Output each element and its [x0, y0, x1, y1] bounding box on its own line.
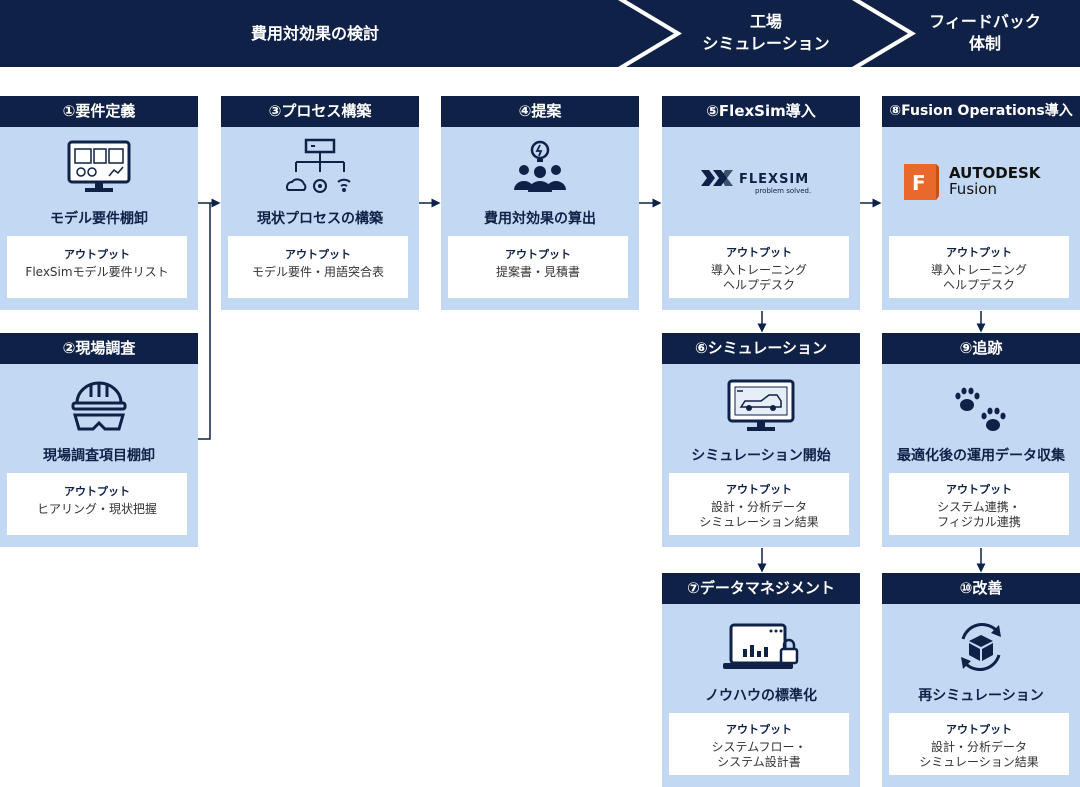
output-line: 設計・分析データ	[710, 500, 807, 514]
output-box: アウトプット 導入トレーニング ヘルプデスク	[669, 236, 849, 298]
output-line: シミュレーション結果	[919, 755, 1039, 769]
output-box: アウトプット 提案書・見積書	[448, 236, 628, 298]
card-title: ⑥シミュレーション	[662, 333, 860, 364]
output-line: システムフロー・	[711, 740, 807, 754]
output-heading: アウトプット	[946, 723, 1012, 736]
svg-text:F: F	[912, 171, 926, 195]
output-line: ヒアリング・現状把握	[36, 502, 157, 516]
output-box: アウトプット ヒアリング・現状把握	[7, 473, 187, 535]
team-idea-icon	[441, 138, 639, 194]
output-heading: アウトプット	[64, 248, 130, 261]
connector-1-2-to-3	[198, 203, 219, 440]
card-subtitle: シミュレーション開始	[691, 448, 831, 464]
output-line: ヘルプデスク	[722, 278, 795, 292]
phase-banner-segment-3	[860, 0, 1080, 67]
output-box: アウトプット 設計・分析データ シミュレーション結果	[669, 473, 849, 535]
card-title: ⑦データマネジメント	[662, 573, 860, 604]
fusion-logo-brand: AUTODESK	[949, 164, 1042, 182]
autodesk-fusion-logo: F AUTODESK Fusion	[882, 160, 1080, 202]
card-subtitle: 最適化後の運用データ収集	[897, 448, 1065, 464]
card-subtitle: 現場調査項目棚卸	[43, 448, 155, 464]
output-heading: アウトプット	[726, 723, 792, 736]
card-title: ⑤FlexSim導入	[662, 96, 860, 127]
output-line: ヘルプデスク	[942, 278, 1015, 292]
output-heading: アウトプット	[505, 248, 571, 261]
output-line: システム連携・	[937, 500, 1021, 514]
phase-banner-segment-1	[0, 0, 674, 67]
step-card-simulation: ⑥シミュレーション シミュレーション開始 アウトプット 設計・分析データ シミュ…	[662, 333, 860, 547]
step-card-proposal: ④提案 費用対効果の算出 アウトプット 提案書・見積書	[441, 96, 639, 310]
card-subtitle: 再シミュレーション	[918, 688, 1044, 704]
card-subtitle: モデル要件棚卸	[50, 211, 148, 227]
output-box: アウトプット FlexSimモデル要件リスト	[7, 236, 187, 298]
output-box: アウトプット 導入トレーニング ヘルプデスク	[889, 236, 1069, 298]
output-box: アウトプット システムフロー・ システム設計書	[669, 713, 849, 775]
output-line: FlexSimモデル要件リスト	[25, 265, 169, 279]
phase-label-cost: 費用対効果の検討	[200, 23, 430, 45]
output-box: アウトプット システム連携・ フィジカル連携	[889, 473, 1069, 535]
output-line: 導入トレーニング	[710, 263, 807, 277]
step-card-data-management: ⑦データマネジメント ノウハウの標準化 アウトプット システムフロー・ システム…	[662, 573, 860, 787]
card-subtitle: ノウハウの標準化	[705, 688, 817, 704]
output-heading: アウトプット	[285, 248, 351, 261]
output-line: 設計・分析データ	[930, 740, 1027, 754]
card-subtitle: 現状プロセスの構築	[257, 211, 383, 227]
output-box: アウトプット モデル要件・用語突合表	[228, 236, 408, 298]
output-heading: アウトプット	[726, 246, 792, 259]
process-tree-icon	[221, 138, 419, 198]
output-line: フィジカル連携	[937, 515, 1021, 529]
output-line: モデル要件・用語突合表	[251, 265, 384, 279]
monitor-dashboard-icon	[0, 140, 198, 196]
phase-label-line: 体制	[968, 34, 1001, 53]
phase-label-line: シミュレーション	[702, 34, 830, 53]
phase-label-line: フィードバック	[929, 12, 1041, 31]
step-card-improvement: ⑩改善 再シミュレーション アウトプット 設計・分析データ シミュレーション結果	[882, 573, 1080, 787]
laptop-lock-icon	[662, 621, 860, 675]
output-line: シミュレーション結果	[699, 515, 819, 529]
output-box: アウトプット 設計・分析データ シミュレーション結果	[889, 713, 1069, 775]
card-title: ①要件定義	[0, 96, 198, 127]
flexsim-logo: FLEXSIM problem solved.	[662, 166, 860, 196]
step-card-requirements: ①要件定義 モデル要件棚卸 アウトプット FlexSimモデル要件リスト	[0, 96, 198, 310]
phase-label-line: 工場	[749, 12, 782, 31]
step-card-process-build: ③プロセス構築 現状プロセスの構築 アウトプット モデル要件・用語突合表	[221, 96, 419, 310]
step-card-flexsim: ⑤FlexSim導入 FLEXSIM problem solved. アウトプッ…	[662, 96, 860, 310]
card-subtitle: 費用対効果の算出	[484, 211, 596, 227]
output-heading: アウトプット	[64, 485, 130, 498]
step-card-tracking: ⑨追跡 最適化後の運用データ収集 アウトプット システム連携・ フィジカル連携	[882, 333, 1080, 547]
output-heading: アウトプット	[946, 483, 1012, 496]
fusion-logo-product: Fusion	[949, 180, 997, 198]
output-line: 導入トレーニング	[930, 263, 1027, 277]
step-card-fusion-operations: ⑧Fusion Operations導入 F AUTODESK Fusion ア…	[882, 96, 1080, 310]
flexsim-logo-tagline: problem solved.	[755, 187, 811, 195]
card-title: ⑩改善	[882, 573, 1080, 604]
phase-banner-segment-2	[626, 0, 908, 67]
phase-label-feedback: フィードバック 体制	[900, 11, 1070, 55]
card-title: ⑨追跡	[882, 333, 1080, 364]
phase-banner	[0, 0, 1080, 67]
output-heading: アウトプット	[726, 483, 792, 496]
phase-label-line: 費用対効果の検討	[250, 24, 379, 43]
flexsim-logo-text: FLEXSIM	[739, 172, 809, 187]
card-title: ⑧Fusion Operations導入	[882, 96, 1080, 127]
card-title: ④提案	[441, 96, 639, 127]
monitor-car-icon	[662, 379, 860, 435]
output-line: システム設計書	[717, 755, 801, 769]
paw-prints-icon	[882, 383, 1080, 435]
card-title: ③プロセス構築	[221, 96, 419, 127]
output-heading: アウトプット	[946, 246, 1012, 259]
phase-label-factory: 工場 シミュレーション	[664, 11, 868, 55]
output-line: 提案書・見積書	[495, 265, 580, 279]
card-title: ②現場調査	[0, 333, 198, 364]
step-card-site-survey: ②現場調査 現場調査項目棚卸 アウトプット ヒアリング・現状把握	[0, 333, 198, 547]
hardhat-goggles-icon	[0, 379, 198, 435]
box-cycle-icon	[882, 619, 1080, 675]
